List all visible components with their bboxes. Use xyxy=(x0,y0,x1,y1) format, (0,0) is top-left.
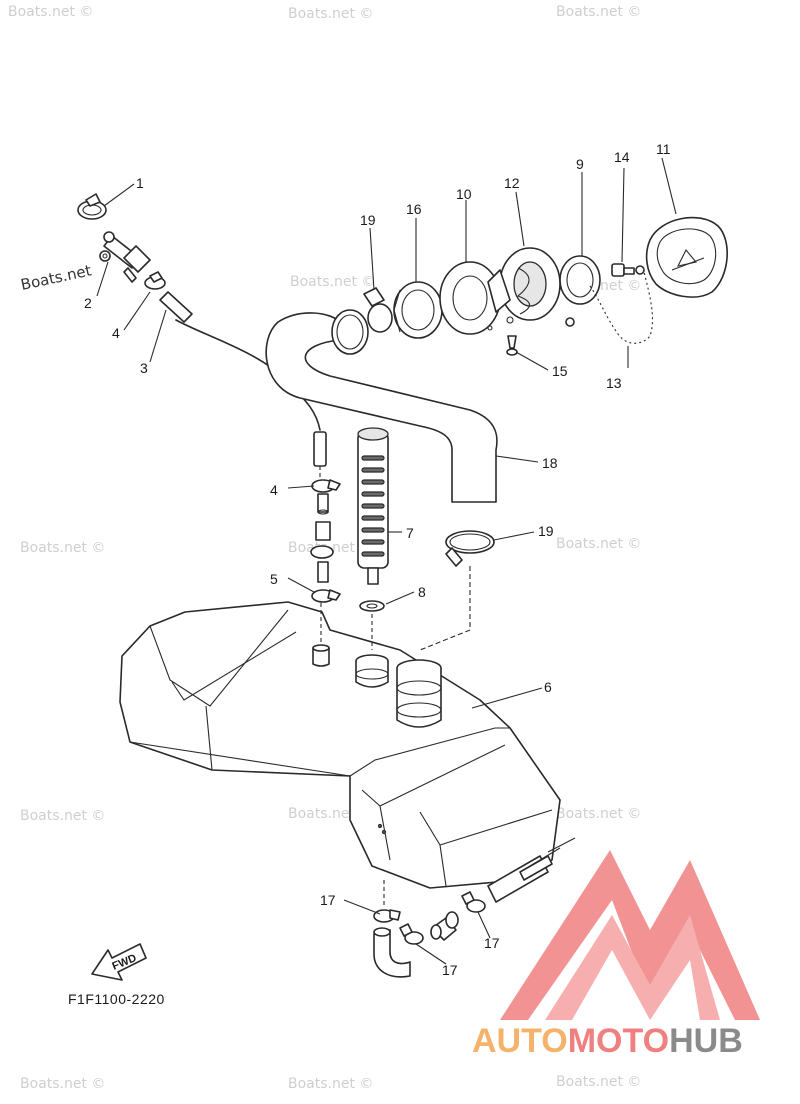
clip xyxy=(77,193,107,220)
callout-17-left: 17 xyxy=(320,892,336,908)
callout-5: 5 xyxy=(270,571,278,587)
watermark: Boats.net © xyxy=(8,4,93,20)
brand-part-auto: AUTO xyxy=(472,1022,568,1060)
callout-4: 4 xyxy=(270,482,278,498)
watermark: Boats.net © xyxy=(556,536,641,552)
callout-12: 12 xyxy=(504,175,520,191)
gasket xyxy=(439,261,501,335)
callout-6: 6 xyxy=(544,679,552,695)
watermark: Boats.net © xyxy=(556,1074,641,1090)
callout-10: 10 xyxy=(456,186,472,202)
callout-3: 3 xyxy=(140,360,148,376)
callout-7: 7 xyxy=(406,525,414,541)
callout-2: 2 xyxy=(84,295,92,311)
diagram-code: F1F1100-2220 xyxy=(68,991,165,1007)
watermark: Boats.net © xyxy=(20,1076,105,1092)
callout-16: 16 xyxy=(406,201,422,217)
brand-part-moto: MOTO xyxy=(568,1022,669,1060)
callout-13: 13 xyxy=(606,375,622,391)
svg-text:AUTOMOTOHUB: AUTOMOTOHUB xyxy=(472,1022,743,1060)
fuel-tank xyxy=(119,601,561,889)
leader-lines xyxy=(96,157,677,965)
fuel-filter xyxy=(357,427,389,585)
filler-neck xyxy=(487,247,561,324)
watermark: Boats.net © xyxy=(20,808,105,824)
callout-11: 11 xyxy=(656,141,671,157)
hose-clamp-17-left xyxy=(373,880,401,923)
watermark: Boats.net © xyxy=(20,540,105,556)
hose-clamp-17-right xyxy=(461,891,486,913)
drain-elbow xyxy=(373,927,411,978)
callout-numbers: 1 2 3 4 4 5 6 7 8 9 10 11 12 13 14 15 16… xyxy=(84,141,671,978)
callout-17-right: 17 xyxy=(484,935,500,951)
callout-18: 18 xyxy=(542,455,558,471)
watermark-strong: Boats.net xyxy=(19,261,93,294)
automotohub-logo: AUTOMOTOHUB xyxy=(472,850,760,1060)
hose-clamp-top xyxy=(144,271,166,290)
callout-9: 9 xyxy=(576,156,584,172)
screw xyxy=(611,263,645,277)
callout-19-lower: 19 xyxy=(538,523,554,539)
callout-14: 14 xyxy=(614,149,630,165)
hose-clamp-5 xyxy=(311,589,341,603)
vent-hose xyxy=(487,837,576,903)
callout-17-mid: 17 xyxy=(442,962,458,978)
hose-clamp-17-mid xyxy=(399,923,424,945)
hose-fitting xyxy=(430,911,459,941)
callout-4-top: 4 xyxy=(112,325,120,341)
watermark: Boats.net © xyxy=(288,1076,373,1092)
fwd-arrow: FWD xyxy=(91,943,147,981)
rivet xyxy=(506,335,518,356)
fuel-joint xyxy=(99,231,151,283)
watermark: Boats.net © xyxy=(290,274,375,290)
fuel-cap xyxy=(645,216,728,298)
watermark: Boats.net © xyxy=(556,4,641,20)
filter-slots xyxy=(361,455,385,557)
chain xyxy=(589,271,653,344)
callout-15: 15 xyxy=(552,363,568,379)
hose-clamp-19-upper xyxy=(331,287,393,355)
watermark: Boats.net © xyxy=(288,6,373,22)
brand-part-hub: HUB xyxy=(669,1022,743,1060)
callout-8: 8 xyxy=(418,584,426,600)
grommet xyxy=(359,600,385,650)
ring xyxy=(559,255,601,327)
callout-19-top: 19 xyxy=(360,212,376,228)
hose-clamp-4 xyxy=(310,479,341,583)
hose-clamp-19-lower xyxy=(419,530,495,651)
callout-1: 1 xyxy=(136,175,144,191)
watermark: Boats.net © xyxy=(556,806,641,822)
collar xyxy=(393,281,443,339)
